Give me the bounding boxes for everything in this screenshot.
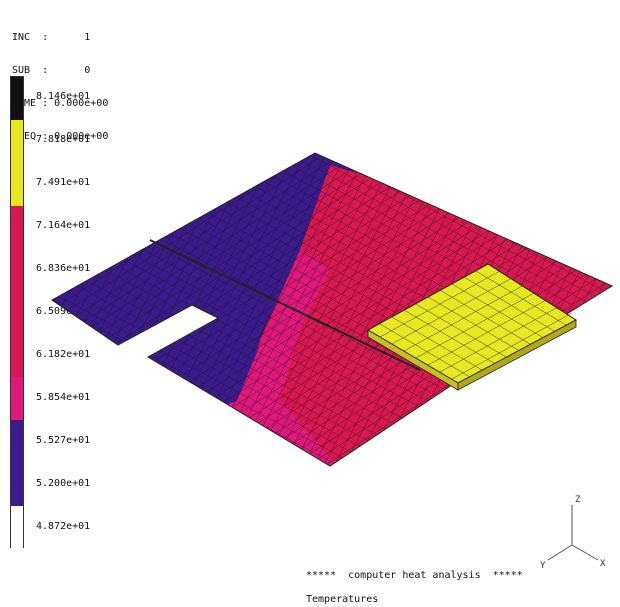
legend-band bbox=[11, 205, 23, 249]
legend-label: 6.836e+01 bbox=[36, 263, 91, 275]
legend-label: 5.200e+01 bbox=[36, 477, 91, 489]
legend-band bbox=[11, 162, 23, 206]
footer-title: ***** computer heat analysis ***** bbox=[306, 570, 523, 581]
sub-value: 0 bbox=[84, 65, 91, 76]
sub-row: SUB : 0 bbox=[12, 65, 91, 76]
legend-band bbox=[11, 463, 23, 507]
freq-row: FREQ : 0.000e+00 bbox=[12, 131, 109, 142]
inc-row: INC : 1 bbox=[12, 32, 91, 43]
legend-band bbox=[11, 248, 23, 292]
axis-triad bbox=[547, 505, 599, 561]
freq-value: 0.000e+00 bbox=[54, 131, 109, 142]
legend-band bbox=[11, 420, 23, 464]
legend-band bbox=[11, 77, 23, 120]
inc-label: INC bbox=[12, 32, 31, 43]
axis-z-label: Z bbox=[575, 495, 581, 505]
inc-value: 1 bbox=[84, 32, 91, 43]
legend-label: 5.854e+01 bbox=[36, 391, 91, 403]
hot-pad-side bbox=[457, 319, 577, 391]
legend-label: 7.164e+01 bbox=[36, 220, 91, 232]
axis-x-label: X bbox=[600, 559, 606, 569]
legend-label: 7.491e+01 bbox=[36, 177, 91, 189]
axis-y-label: Y bbox=[540, 561, 546, 571]
pipe-ridge bbox=[149, 239, 421, 371]
analysis-header: INC : 1 SUB : 0 TIME : 0.000e+00 FREQ : … bbox=[12, 10, 108, 153]
time-label: TIME bbox=[12, 98, 37, 109]
legend-color-bar bbox=[10, 76, 24, 549]
sub-label: SUB bbox=[12, 65, 31, 76]
legend-band bbox=[11, 334, 23, 378]
legend-label: 4.872e+01 bbox=[36, 520, 91, 532]
plate-outline bbox=[51, 152, 614, 467]
legend-label: 5.527e+01 bbox=[36, 434, 91, 446]
legend-label: 7.818e+01 bbox=[36, 134, 91, 146]
freq-label: FREQ bbox=[12, 131, 37, 142]
legend-band bbox=[11, 377, 23, 421]
time-value: 0.000e+00 bbox=[54, 98, 109, 109]
legend-label: 6.182e+01 bbox=[36, 348, 91, 360]
hot-pad-mesh bbox=[379, 270, 573, 380]
footer-subtitle: Temperatures bbox=[306, 594, 379, 605]
legend-band bbox=[11, 291, 23, 335]
legend-band bbox=[11, 506, 23, 549]
legend-band bbox=[11, 119, 23, 163]
time-row: TIME : 0.000e+00 bbox=[12, 98, 109, 109]
legend-label: 8.146e+01 bbox=[36, 91, 91, 103]
legend-label: 6.509e+01 bbox=[36, 306, 91, 317]
